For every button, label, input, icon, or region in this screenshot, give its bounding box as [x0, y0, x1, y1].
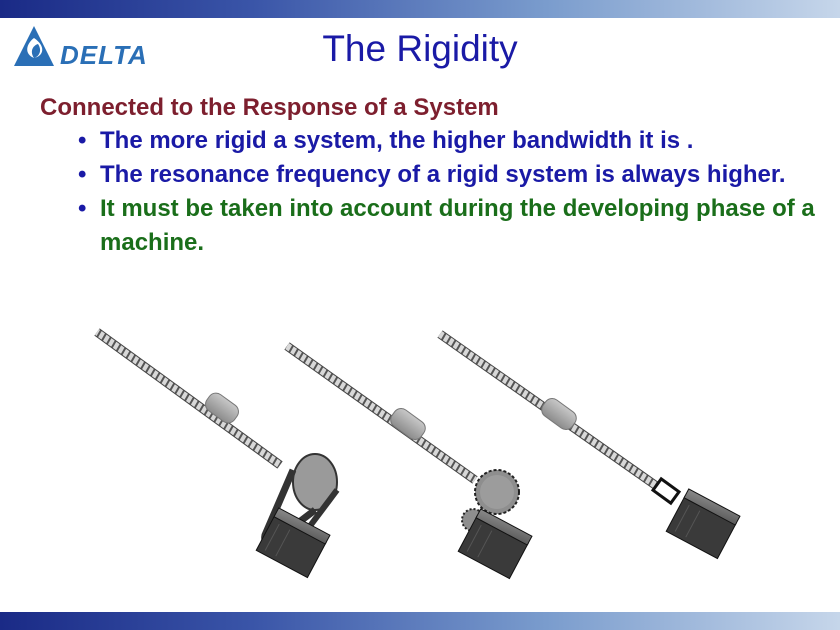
top-gradient-bar	[0, 0, 840, 18]
section-heading: Connected to the Response of a System	[40, 94, 499, 121]
bullet-item-resonance: • The resonance frequency of a rigid sys…	[40, 158, 820, 192]
bullet-dot: •	[78, 195, 87, 222]
gear-drive-icon	[284, 342, 533, 580]
belt-drive-icon	[94, 328, 340, 579]
bullet-text: The resonance frequency of a rigid syste…	[100, 161, 786, 188]
bullet-dot: •	[78, 161, 87, 188]
bullet-item-development: • It must be taken into account during t…	[40, 192, 820, 260]
drive-illustration	[85, 320, 755, 590]
delta-logo: DELTA	[12, 24, 148, 70]
bullet-list: • The more rigid a system, the higher ba…	[40, 124, 820, 260]
svg-text:DELTA: DELTA	[60, 40, 148, 70]
slide-content: Connected to the Response of a System • …	[40, 92, 820, 260]
bottom-gradient-bar	[0, 612, 840, 630]
bullet-text: The more rigid a system, the higher band…	[100, 127, 694, 154]
coupling-drive-icon	[437, 330, 741, 560]
bullet-item-bandwidth: • The more rigid a system, the higher ba…	[40, 124, 820, 158]
bullet-dot: •	[78, 127, 87, 154]
bullet-text: It must be taken into account during the…	[100, 195, 815, 256]
slide-title: The Rigidity	[322, 28, 518, 69]
